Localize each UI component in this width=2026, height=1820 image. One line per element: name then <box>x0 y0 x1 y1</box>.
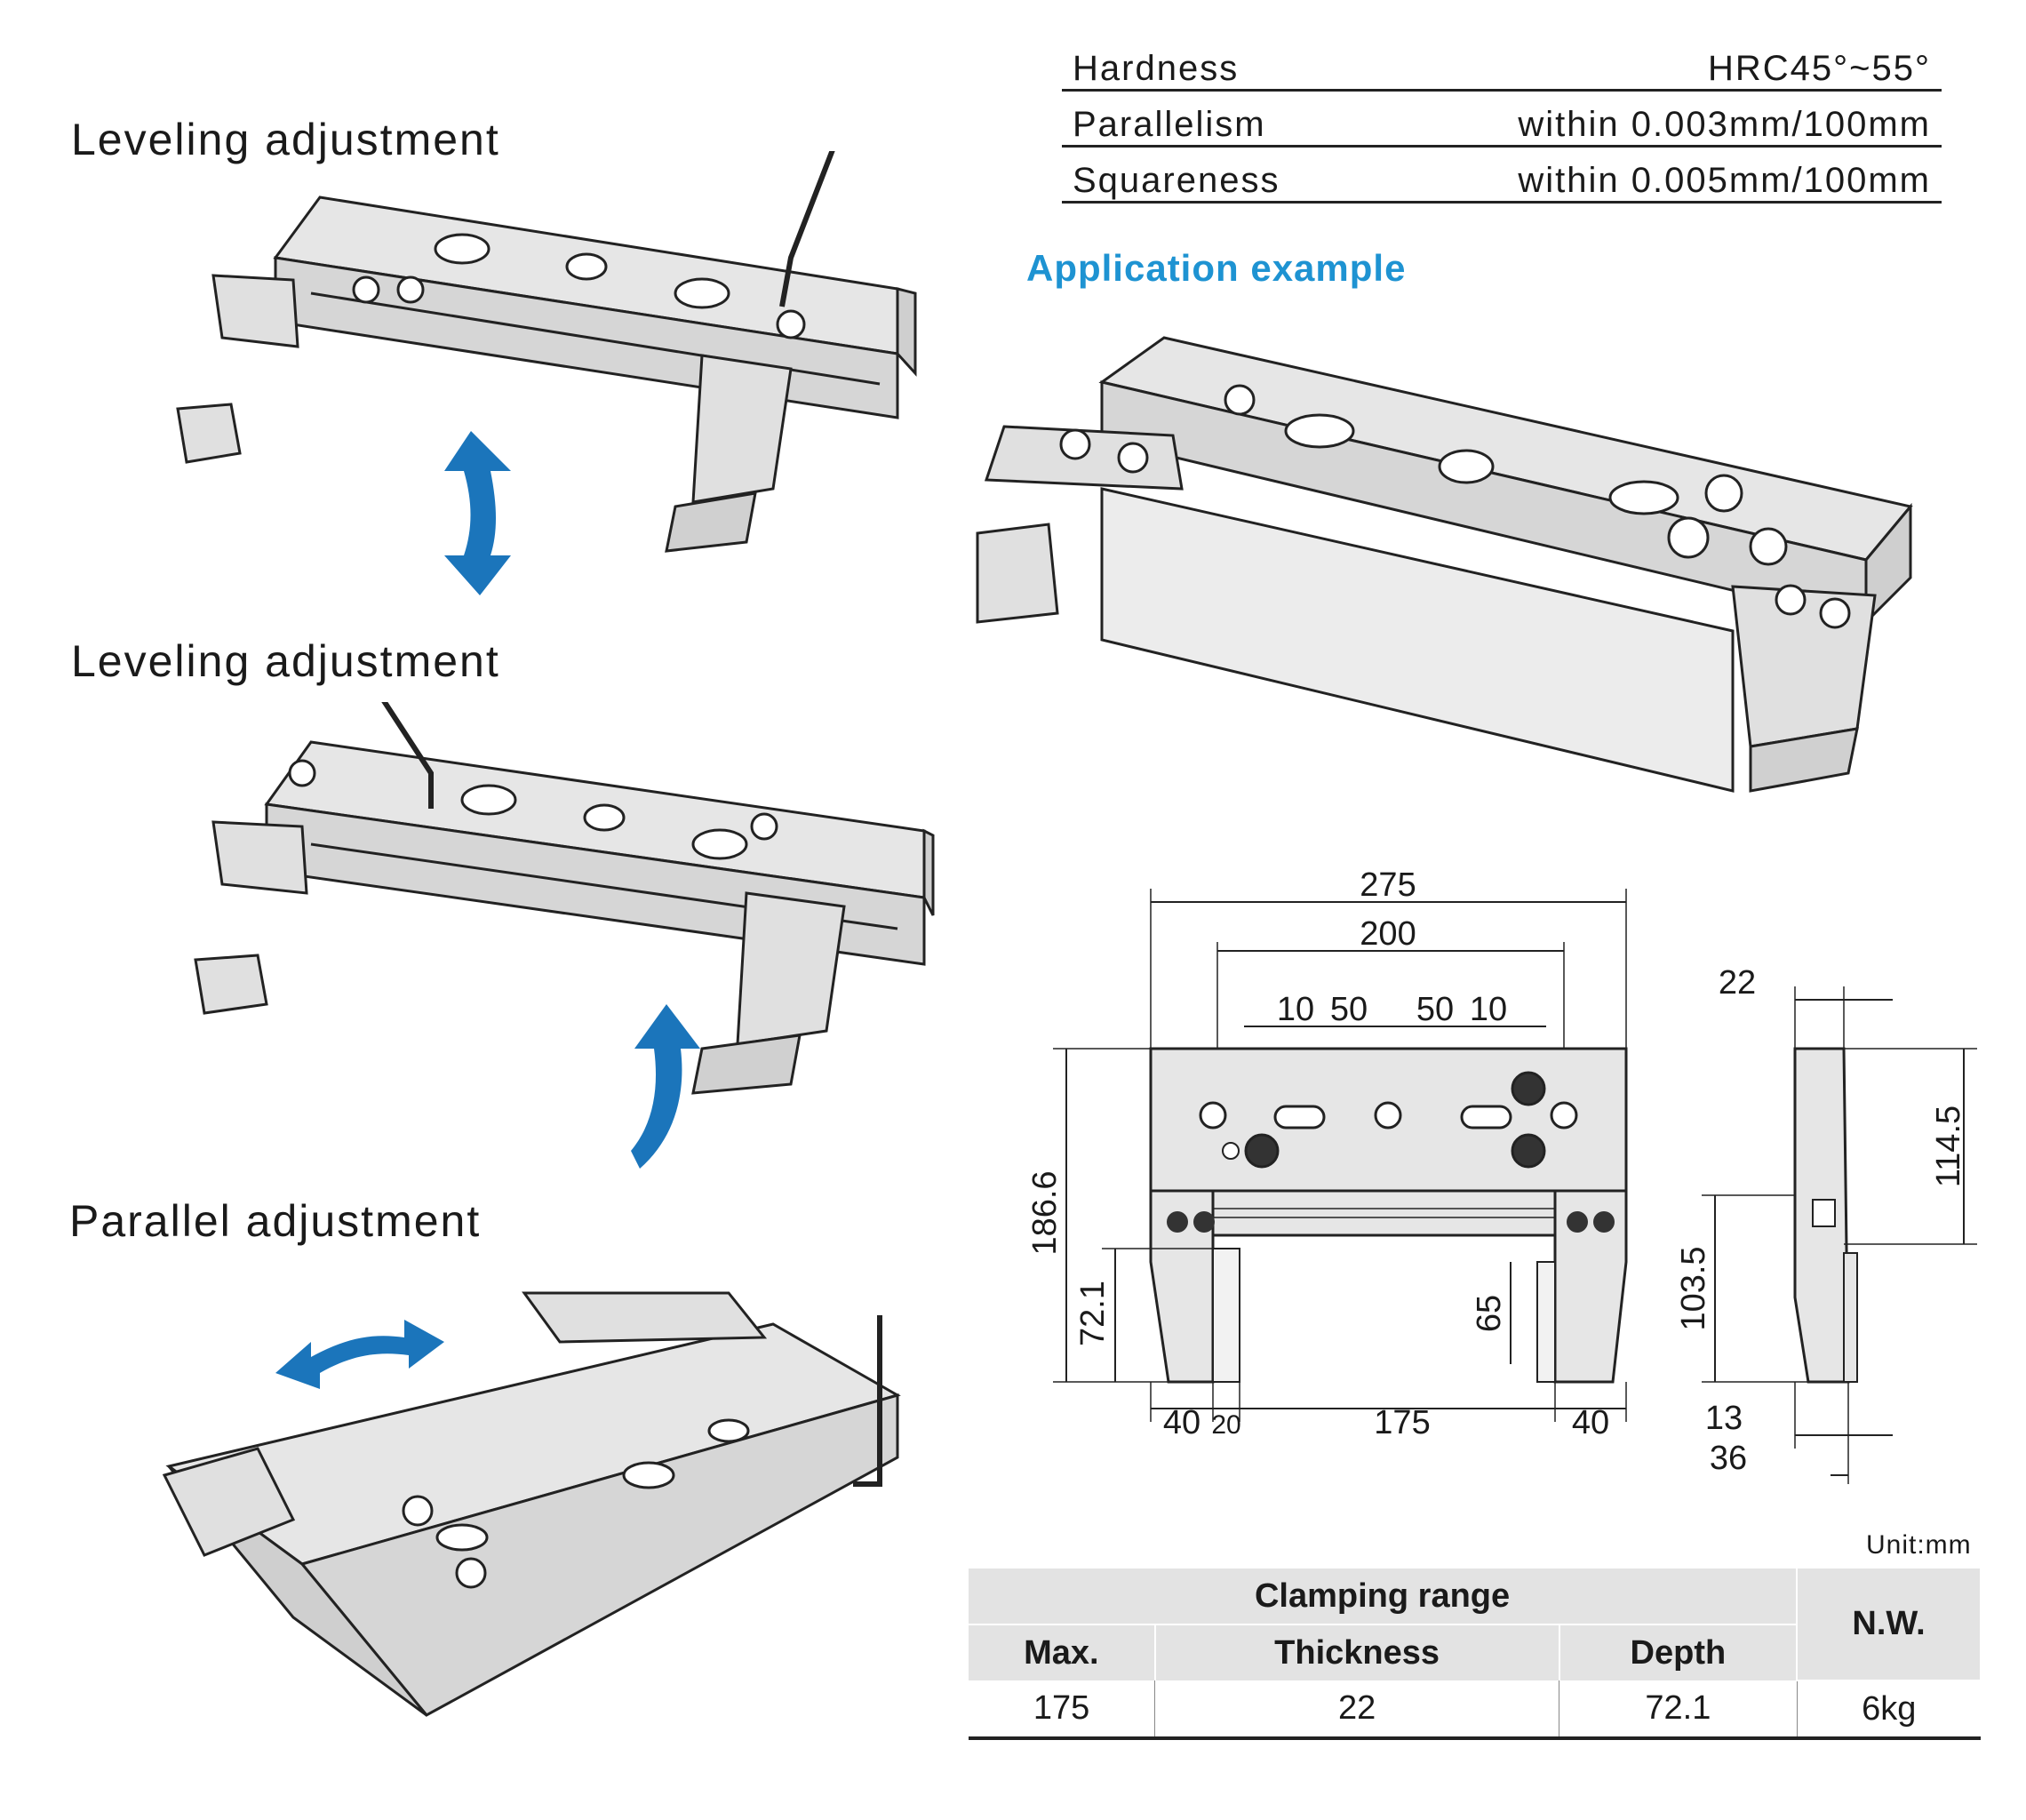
spec-name: Parallelism <box>1073 105 1266 144</box>
dim-10a: 10 <box>1277 991 1314 1028</box>
application-title: Application example <box>1026 247 1407 289</box>
spec-list: Hardness HRC45°~55° Parallelism within 0… <box>1062 36 1942 204</box>
dim-200: 200 <box>1360 915 1416 953</box>
dim-20: 20 <box>1211 1410 1240 1440</box>
curved-arrow-leftright-icon <box>275 1320 444 1389</box>
dim-13: 13 <box>1705 1400 1743 1437</box>
parallel-illustration <box>162 1291 901 1717</box>
dim-65: 65 <box>1471 1295 1508 1332</box>
table-nw-header: N.W. <box>1797 1569 1982 1681</box>
dim-186-6: 186.6 <box>1026 1170 1064 1255</box>
spec-row-parallelism: Parallelism within 0.003mm/100mm <box>1062 92 1942 148</box>
unit-label: Unit:mm <box>1866 1530 1972 1560</box>
table-header-depth: Depth <box>1559 1624 1799 1680</box>
parallel-label: Parallel adjustment <box>69 1196 482 1246</box>
spec-value: within 0.003mm/100mm <box>1518 105 1931 144</box>
technical-drawing: 275 200 10 50 50 10 22 114.5 186.6 72.1 … <box>1026 866 1977 1484</box>
dim-114-5: 114.5 <box>1930 1106 1967 1187</box>
table-cell-thickness: 22 <box>1154 1680 1560 1738</box>
spec-name: Squareness <box>1073 161 1280 200</box>
spec-value: within 0.005mm/100mm <box>1518 161 1931 200</box>
dim-10b: 10 <box>1470 991 1507 1028</box>
leveling-label-2: Leveling adjustment <box>71 636 500 686</box>
spec-value: HRC45°~55° <box>1708 49 1931 88</box>
curved-arrow-up-icon <box>631 1004 700 1169</box>
table-group-header: Clamping range <box>969 1569 1799 1625</box>
application-illustration <box>976 336 1913 793</box>
leveling-illustration-1 <box>176 151 917 553</box>
dim-103-5: 103.5 <box>1675 1246 1712 1330</box>
spec-row-squareness: Squareness within 0.005mm/100mm <box>1062 148 1942 204</box>
table-row: 175 22 72.1 6kg <box>969 1680 1981 1738</box>
dim-175: 175 <box>1374 1404 1430 1441</box>
clamping-table: Clamping range N.W. Max. Thickness Depth… <box>969 1569 1982 1740</box>
table-cell-nw: 6kg <box>1862 1689 1917 1728</box>
table-cell-max: 175 <box>969 1680 1156 1738</box>
dim-22: 22 <box>1719 964 1756 1002</box>
dim-275: 275 <box>1360 866 1416 904</box>
curved-arrow-updown-icon <box>444 431 511 595</box>
spec-name: Hardness <box>1073 49 1240 88</box>
spec-row-hardness: Hardness HRC45°~55° <box>1062 36 1942 92</box>
dim-50a: 50 <box>1330 991 1368 1028</box>
table-header-thickness: Thickness <box>1154 1624 1560 1680</box>
dim-50b: 50 <box>1416 991 1454 1028</box>
leveling-illustration-2 <box>194 702 935 1095</box>
leveling-label-1: Leveling adjustment <box>71 115 500 164</box>
table-header-max: Max. <box>969 1624 1156 1680</box>
table-cell-depth: 72.1 <box>1559 1680 1798 1738</box>
dim-36: 36 <box>1710 1440 1747 1477</box>
dim-40a: 40 <box>1163 1404 1200 1441</box>
dim-72-1: 72.1 <box>1074 1281 1112 1346</box>
dim-40b: 40 <box>1572 1404 1609 1441</box>
